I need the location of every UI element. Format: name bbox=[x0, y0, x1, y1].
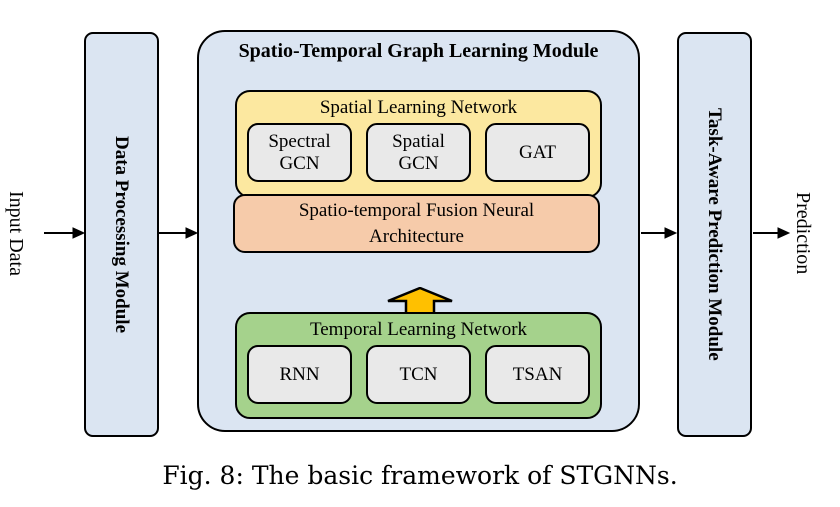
graph-learning-module-title: Spatio-Temporal Graph Learning Module bbox=[238, 40, 599, 62]
spatial-method-label: Spectral GCN bbox=[268, 130, 331, 174]
temporal-method-box: TSAN bbox=[485, 345, 590, 404]
temporal-method-box: RNN bbox=[247, 345, 352, 404]
temporal-method-label: RNN bbox=[279, 363, 320, 385]
arrow-processing-to-graph bbox=[159, 227, 199, 239]
task-aware-prediction-module-label: Task-Aware Prediction Module bbox=[704, 108, 725, 361]
arrow-graph-to-prediction bbox=[641, 227, 678, 239]
data-processing-module: Data Processing Module bbox=[84, 32, 159, 437]
fusion-up-arrow-icon bbox=[387, 287, 453, 315]
temporal-method-box: TCN bbox=[366, 345, 471, 404]
task-aware-prediction-module: Task-Aware Prediction Module bbox=[677, 32, 752, 437]
spatial-method-box: Spatial GCN bbox=[366, 123, 471, 182]
spatial-method-label: Spatial GCN bbox=[392, 130, 445, 174]
spatial-method-row: Spectral GCN Spatial GCN GAT bbox=[237, 123, 600, 182]
data-processing-module-label: Data Processing Module bbox=[111, 135, 132, 334]
temporal-method-label: TCN bbox=[399, 363, 438, 385]
temporal-method-row: RNN TCN TSAN bbox=[237, 345, 600, 404]
figure-caption: Fig. 8: The basic framework of STGNNs. bbox=[162, 461, 678, 490]
temporal-method-label: TSAN bbox=[512, 363, 563, 385]
temporal-learning-network-title: Temporal Learning Network bbox=[309, 319, 528, 340]
fusion-neural-architecture-box: Spatio-temporal Fusion Neural Architectu… bbox=[233, 194, 600, 253]
prediction-output-label: Prediction bbox=[792, 191, 814, 275]
arrow-prediction-to-output bbox=[753, 227, 791, 239]
spatial-method-label: GAT bbox=[519, 141, 556, 163]
arrow-input-to-processing bbox=[44, 227, 86, 239]
fusion-neural-architecture-label: Spatio-temporal Fusion Neural Architectu… bbox=[298, 199, 535, 247]
spatial-method-box: Spectral GCN bbox=[247, 123, 352, 182]
spatial-method-box: GAT bbox=[485, 123, 590, 182]
spatial-learning-network-title: Spatial Learning Network bbox=[319, 97, 518, 118]
spatial-learning-network: Spatial Learning Network Spectral GCN Sp… bbox=[235, 90, 602, 198]
temporal-learning-network: Temporal Learning Network RNN TCN TSAN bbox=[235, 312, 602, 419]
input-data-label: Input Data bbox=[5, 190, 27, 276]
